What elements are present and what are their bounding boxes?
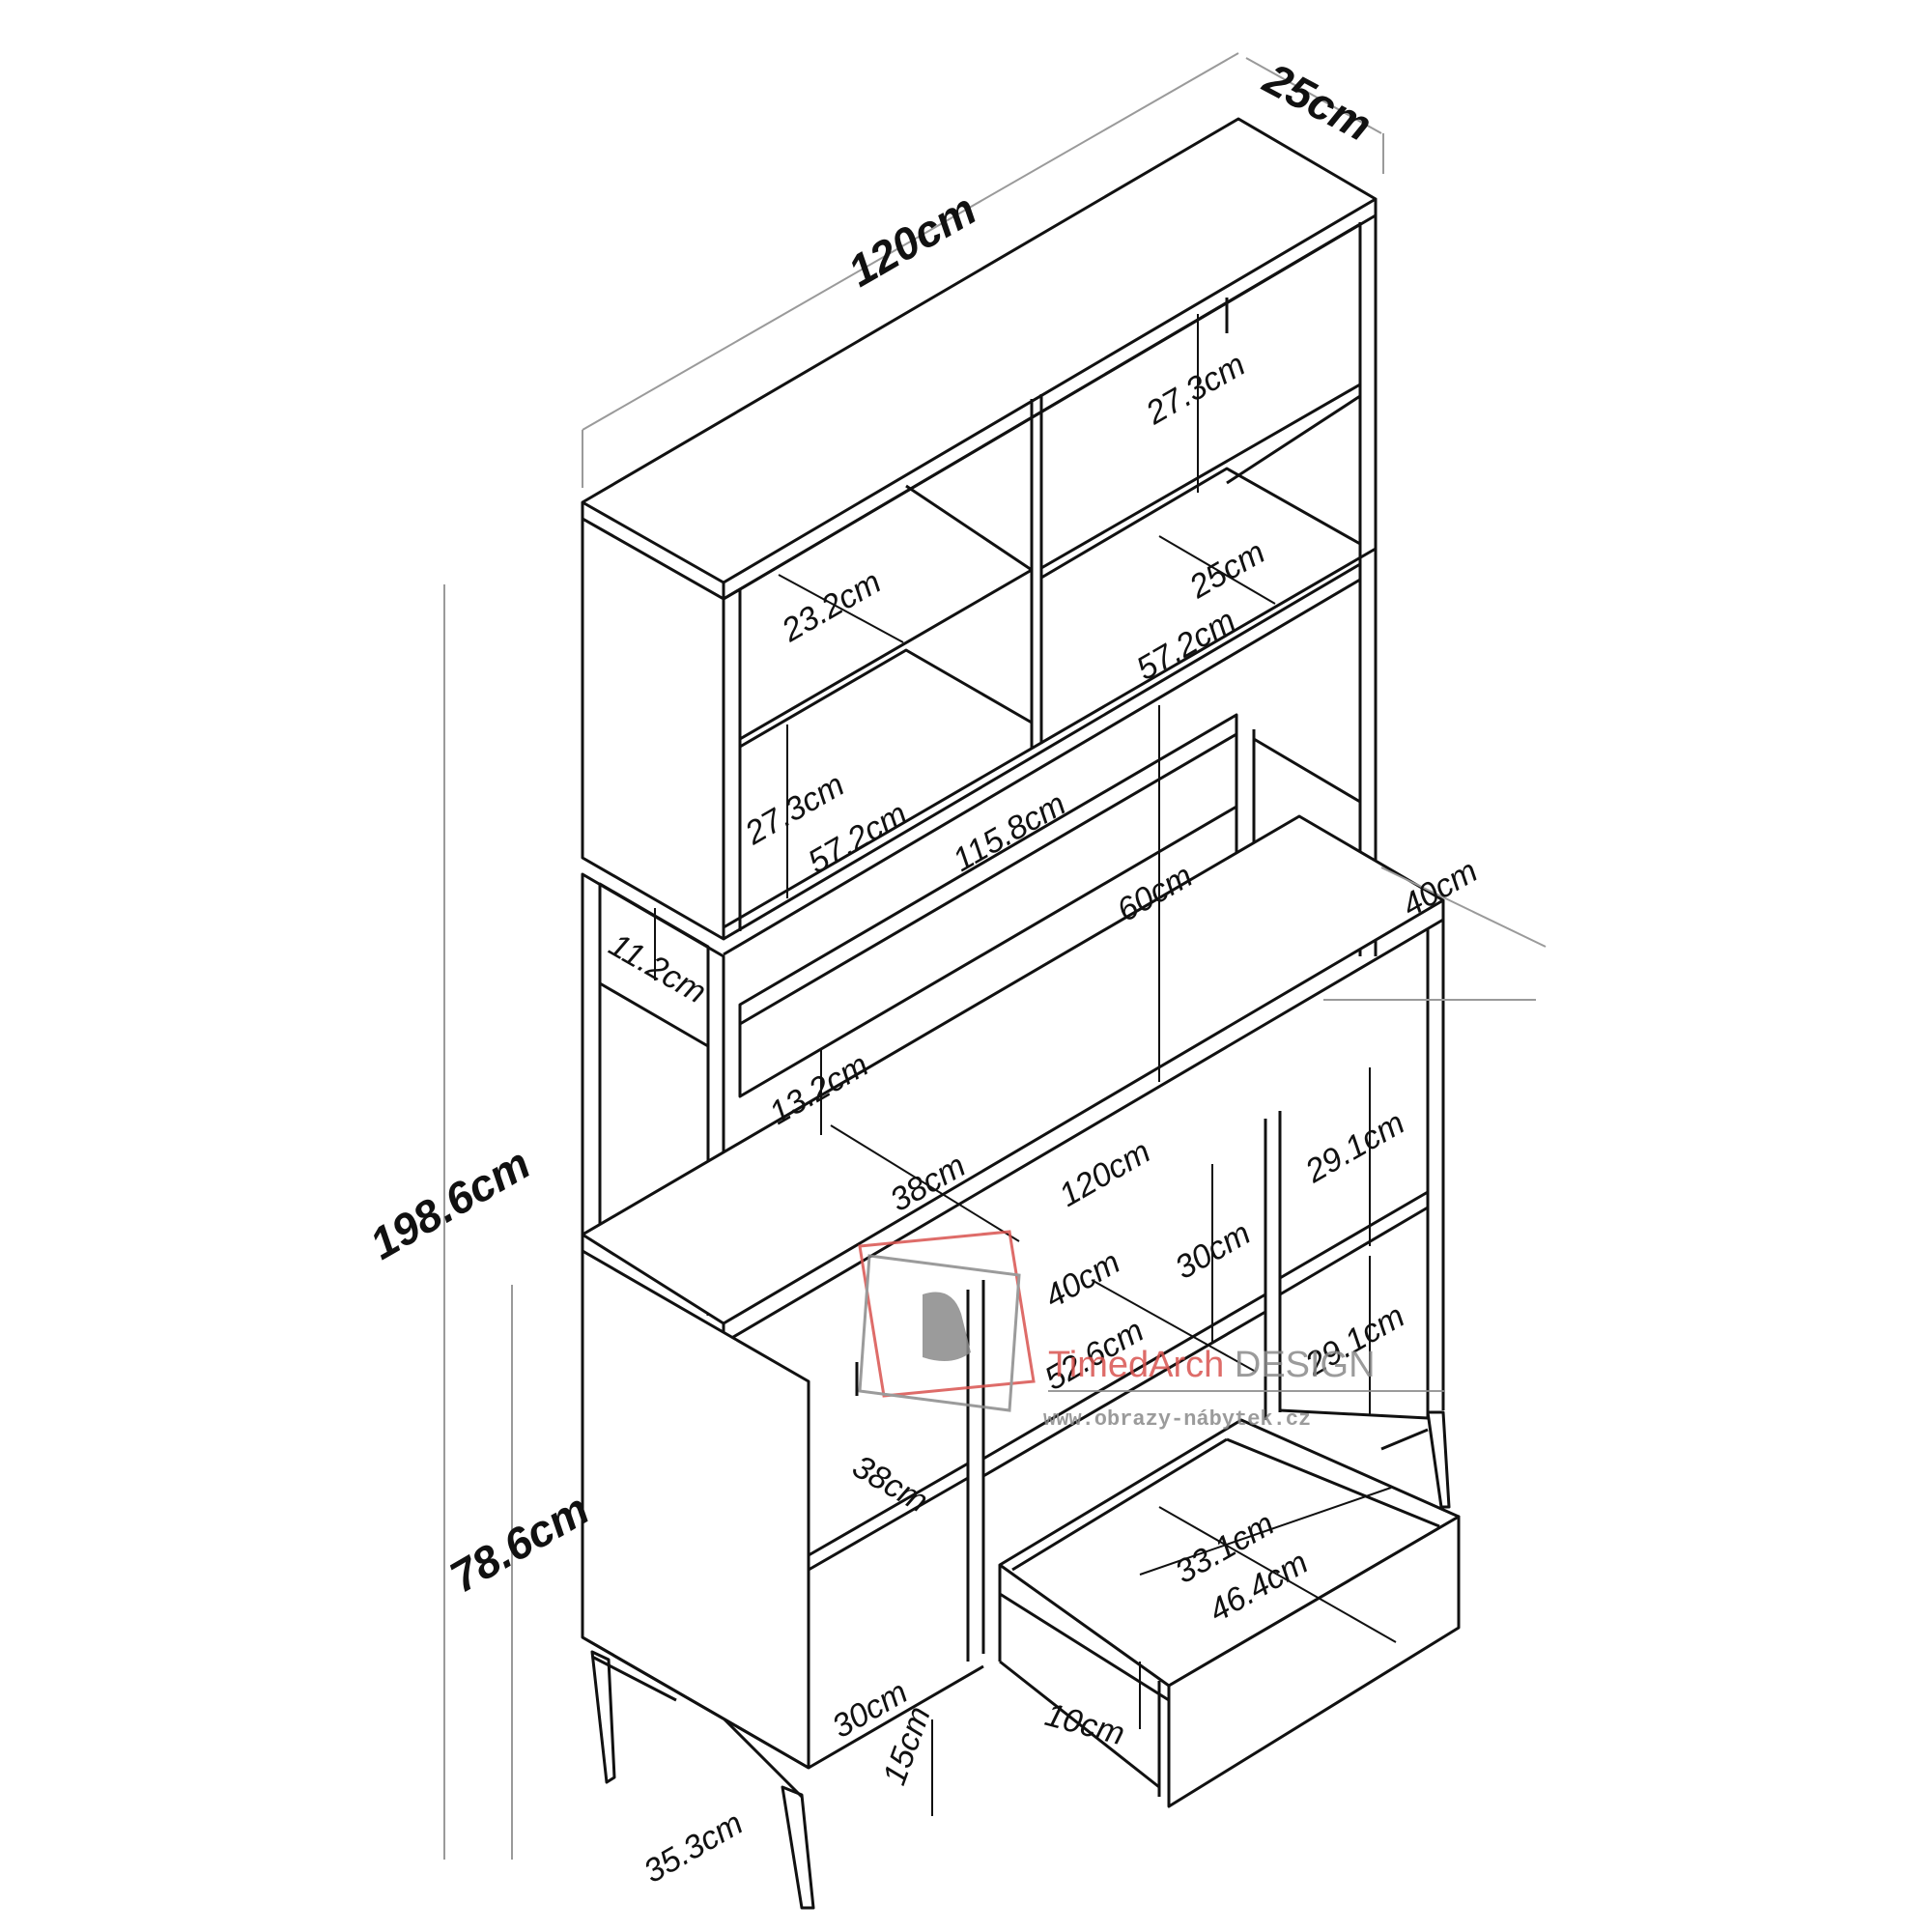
base-cabinet [581,920,1445,1770]
dim-shelf-upper-left-depth: 23.2cm [775,563,887,649]
watermark-brand-b: DESIGN [1224,1345,1375,1385]
watermark: TimedArch DESIGN www.obrazy-nábytek.cz [858,1230,1444,1432]
drawer [998,1418,1461,1808]
dim-shelf-right-depth: 25cm [1182,533,1271,606]
legs [590,1410,1451,1910]
dim-depth-top: 25cm [1255,52,1379,151]
dimension-arrows [654,314,1397,1816]
dim-height-base: 78.6cm [441,1484,597,1603]
dim-leg-depth: 35.3cm [638,1804,750,1890]
watermark-brand-a: TimedArch [1048,1345,1224,1385]
dimension-guides [443,52,1547,1860]
furniture-outline [581,117,1461,1910]
hutch-top-box [581,117,1378,956]
dim-shelf-upper-right: 27.3cm [1139,346,1251,432]
watermark-brand: TimedArch DESIGN [1048,1345,1376,1385]
watermark-url: www.obrazy-nábytek.cz [1043,1407,1311,1432]
dim-side-depth: 40cm [1396,852,1484,923]
dim-middle-depth: 40cm [1038,1243,1126,1315]
dim-height-total: 198.6cm [361,1138,538,1269]
dim-drawer-height: 10cm [1041,1696,1128,1752]
watermark-logo [858,1230,1036,1412]
dim-right-cubby-upper: 29.1cm [1298,1104,1410,1190]
dim-desk-width: 120cm [1053,1133,1156,1214]
dim-inner-width: 115.8cm [947,785,1072,879]
